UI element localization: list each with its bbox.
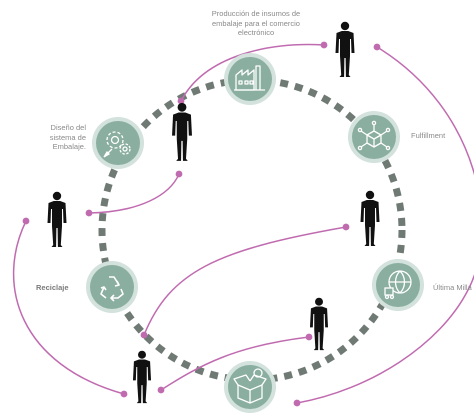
node-fulfillment bbox=[348, 111, 400, 163]
label-production-line-1: Producción de insumos de bbox=[211, 9, 301, 18]
factory-icon bbox=[234, 65, 265, 91]
node-production bbox=[224, 53, 276, 105]
person-icon bbox=[360, 190, 380, 246]
node-last-mile bbox=[372, 259, 424, 311]
connector-lines bbox=[12, 43, 474, 404]
connector-design bbox=[88, 173, 180, 214]
network-box-icon bbox=[357, 120, 391, 151]
label-design: Diseño del sistema de Embalaje. bbox=[30, 123, 86, 152]
connector-fulfillment bbox=[296, 46, 474, 404]
label-recycle: Reciclaje bbox=[36, 283, 69, 292]
node-consumption bbox=[224, 361, 276, 413]
person-icon bbox=[309, 297, 329, 351]
label-design-line-1: Diseño del bbox=[50, 123, 86, 132]
label-production: Producción de insumos de embalaje para e… bbox=[196, 9, 316, 38]
label-fulfillment: Fulfillment bbox=[411, 131, 446, 140]
connector-consumption bbox=[160, 336, 310, 391]
node-design bbox=[92, 117, 144, 169]
label-design-line-3: Embalaje. bbox=[52, 142, 86, 151]
person-icon bbox=[132, 350, 152, 404]
label-design-line-2: sistema de bbox=[49, 132, 86, 142]
person-icon bbox=[47, 191, 67, 247]
label-production-line-3: electrónico bbox=[237, 28, 275, 37]
person-icon bbox=[172, 102, 192, 161]
recycle-icon bbox=[100, 276, 124, 302]
delivery-globe-icon bbox=[384, 270, 412, 300]
connector-last-mile bbox=[143, 226, 347, 336]
connector-dots bbox=[22, 41, 381, 407]
person-icon bbox=[335, 21, 355, 77]
label-last-mile: Última Milla bbox=[433, 283, 472, 292]
design-gears-icon bbox=[103, 131, 131, 158]
open-box-icon bbox=[233, 368, 267, 404]
node-recycle bbox=[86, 261, 138, 313]
label-production-line-2: embalaje para el comercio bbox=[212, 18, 300, 28]
connector-recycle bbox=[12, 220, 125, 395]
